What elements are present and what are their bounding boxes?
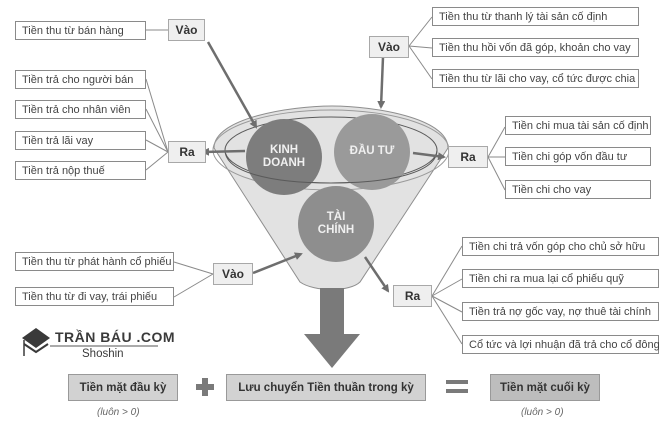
investing-circle-label: ĐẦU TƯ <box>349 145 395 157</box>
ending-cash-note: (luôn > 0) <box>521 407 564 418</box>
investing-inflow-item: Tiền thu hồi vốn đã góp, khoản cho vay <box>432 38 639 57</box>
financing-in-tag: Vào <box>213 263 253 285</box>
investing-outflow-item: Tiền chi góp vốn đầu tư <box>505 147 651 166</box>
logo-title: TRẦN BÁU .COM <box>55 329 176 345</box>
investing-out-tag: Ra <box>448 146 488 168</box>
investing-inflow-item: Tiền thu từ lãi cho vay, cổ tức được chi… <box>432 69 639 88</box>
operating-out-tag: Ra <box>168 141 206 163</box>
investing-outflow-item: Tiền chi cho vay <box>505 180 651 199</box>
net-cash-flow-box: Lưu chuyển Tiền thuần trong kỳ <box>226 374 426 401</box>
operating-inflow-item: Tiền thu từ bán hàng <box>15 21 146 40</box>
financing-circle <box>298 186 374 262</box>
equals-sign <box>446 380 468 393</box>
financing-label-line1: TÀI <box>326 211 346 223</box>
investing-inflow-item: Tiền thu từ thanh lý tài sản cố định <box>432 7 639 26</box>
operating-label-line1: KINH <box>269 144 299 156</box>
operating-outflow-item: Tiền trả lãi vay <box>15 131 146 150</box>
operating-in-tag: Vào <box>168 19 205 41</box>
operating-circle-label: KINH DOANH <box>254 144 314 170</box>
ending-cash-box: Tiền mặt cuối kỳ <box>490 374 600 401</box>
financing-circle-label: TÀI CHÍNH <box>306 211 366 237</box>
financing-outflow-item: Tiền chi trả vốn góp cho chủ sở hữu <box>462 237 659 256</box>
connectors-investing <box>408 16 506 191</box>
operating-label-line2: DOANH <box>262 157 306 169</box>
financing-inflow-item: Tiền thu từ phát hành cổ phiếu <box>15 252 174 271</box>
investing-in-tag: Vào <box>369 36 409 58</box>
financing-outflow-item: Tiền chi ra mua lại cổ phiếu quỹ <box>462 269 659 288</box>
investing-outflow-item: Tiền chi mua tài sản cố định <box>505 116 651 135</box>
connectors-operating <box>145 29 169 171</box>
financing-out-tag: Ra <box>393 285 432 307</box>
financing-outflow-item: Cổ tức và lợi nhuận đã trả cho cổ đông <box>462 335 660 354</box>
operating-outflow-item: Tiền trả cho nhân viên <box>15 100 146 119</box>
financing-label-line2: CHÍNH <box>317 224 355 236</box>
investing-circle <box>334 114 410 190</box>
beginning-cash-box: Tiền mặt đầu kỳ <box>68 374 178 401</box>
operating-outflow-item: Tiền trả nộp thuế <box>15 161 146 180</box>
beginning-cash-note: (luôn > 0) <box>97 407 140 418</box>
big-down-arrow <box>304 288 360 368</box>
connectors-financing <box>173 245 463 345</box>
operating-circle <box>246 119 322 195</box>
logo-icon <box>22 328 158 356</box>
operating-outflow-item: Tiền trả cho người bán <box>15 70 146 89</box>
financing-outflow-item: Tiền trả nợ gốc vay, nợ thuê tài chính <box>462 302 659 321</box>
financing-inflow-item: Tiền thu từ đi vay, trái phiếu <box>15 287 174 306</box>
logo-subtitle: Shoshin <box>82 348 124 360</box>
plus-sign <box>196 378 214 396</box>
flow-arrows <box>201 41 446 293</box>
